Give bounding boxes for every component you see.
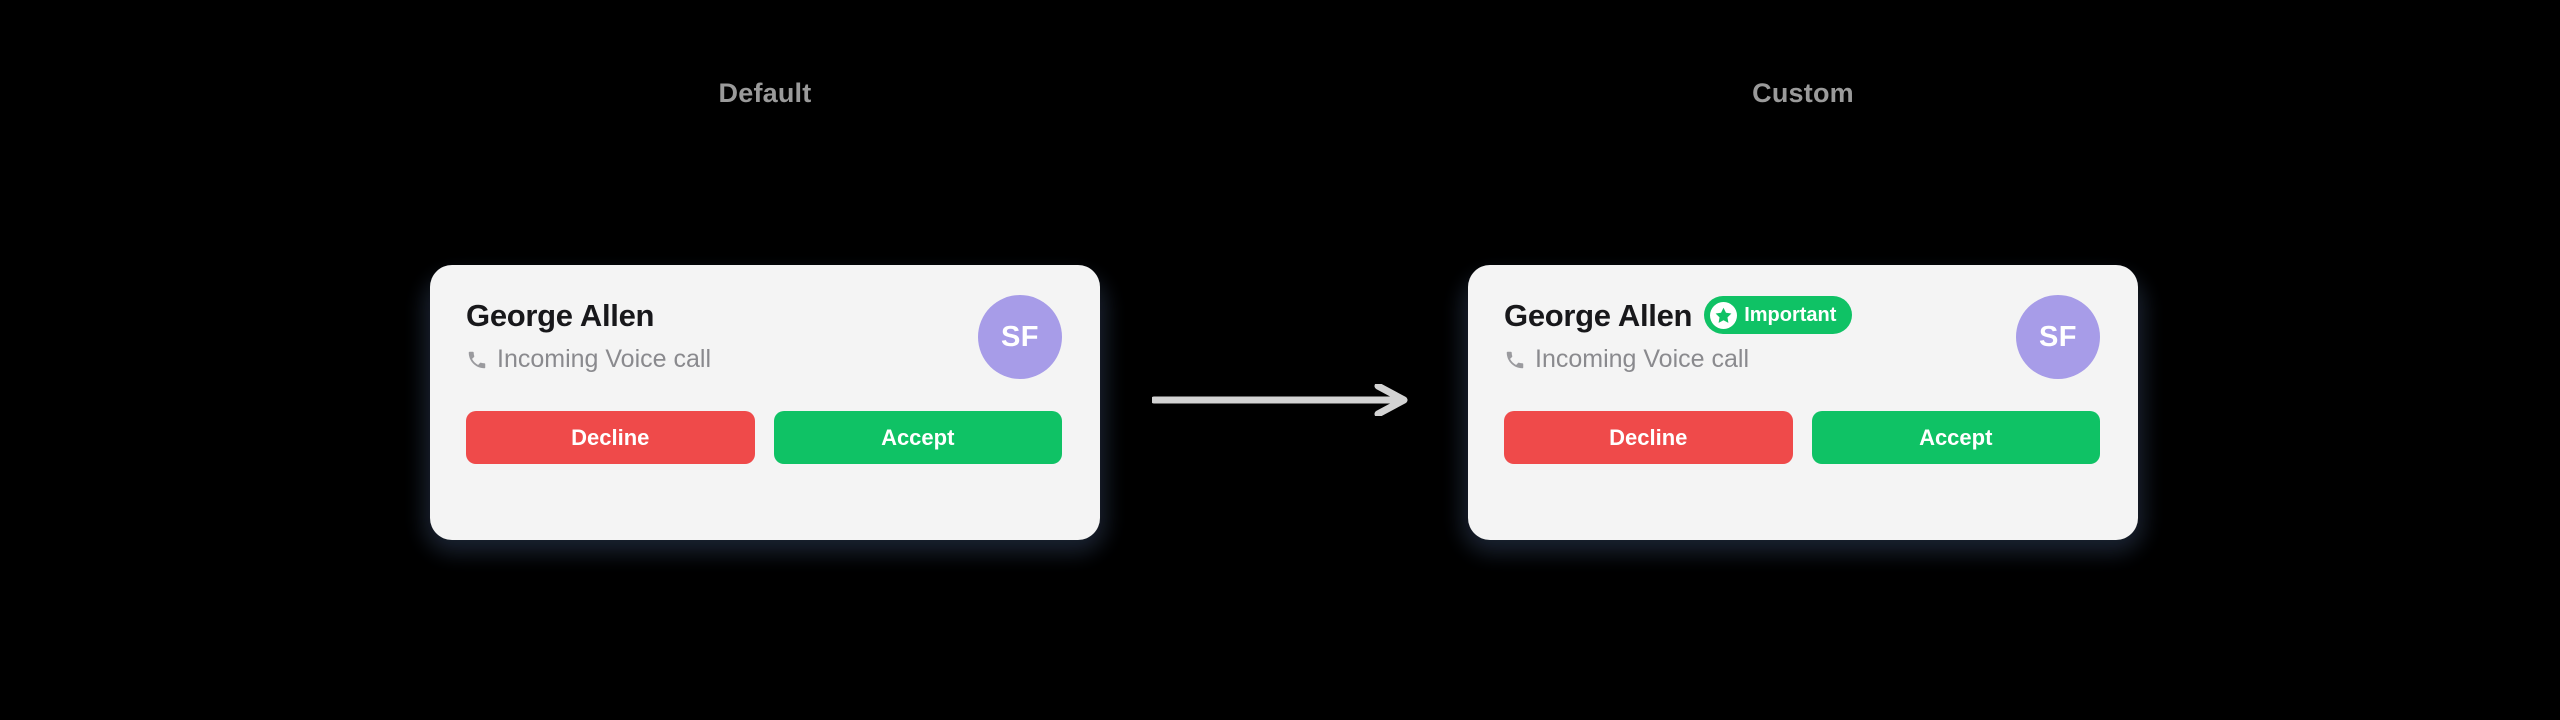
section-label-custom: Custom <box>1752 78 1854 108</box>
avatar: SF <box>978 295 1062 379</box>
section-label-default: Default <box>718 78 812 108</box>
avatar-initials: SF <box>1000 320 1040 353</box>
call-actions: Decline Accept <box>466 411 1062 464</box>
contact-name-row: George Allen Important <box>1504 295 2100 335</box>
phone-icon <box>1504 349 1526 371</box>
call-status-text: Incoming Voice call <box>1535 345 1750 373</box>
card-header: George Allen Incoming Voice call SF <box>466 295 1062 387</box>
avatar: SF <box>2016 295 2100 379</box>
accept-button[interactable]: Accept <box>773 411 1062 464</box>
contact-name-row: George Allen <box>466 295 1062 335</box>
call-status-text: Incoming Voice call <box>497 345 712 373</box>
call-actions: Decline Accept <box>1504 411 2100 464</box>
incoming-call-card-custom: George Allen Important Incoming <box>1468 265 2138 540</box>
decline-button[interactable]: Decline <box>1504 411 1793 464</box>
phone-icon <box>466 349 488 371</box>
avatar-initials: SF <box>2038 320 2078 353</box>
star-icon <box>1710 301 1738 329</box>
card-header: George Allen Important Incoming <box>1504 295 2100 387</box>
incoming-call-card-default: George Allen Incoming Voice call SF Decl… <box>430 265 1100 540</box>
arrow-right-icon <box>1152 384 1410 416</box>
status-badge-label: Important <box>1744 304 1837 326</box>
accept-button[interactable]: Accept <box>1811 411 2100 464</box>
contact-name: George Allen <box>466 297 655 333</box>
call-status-row: Incoming Voice call <box>466 347 1062 372</box>
default-card-container: George Allen Incoming Voice call SF Decl… <box>424 265 1106 553</box>
contact-name: George Allen <box>1504 297 1693 333</box>
call-status-row: Incoming Voice call <box>1504 347 2100 372</box>
custom-card-container: George Allen Important Incoming <box>1462 265 2144 553</box>
status-badge-important: Important <box>1704 296 1853 334</box>
decline-button[interactable]: Decline <box>466 411 755 464</box>
